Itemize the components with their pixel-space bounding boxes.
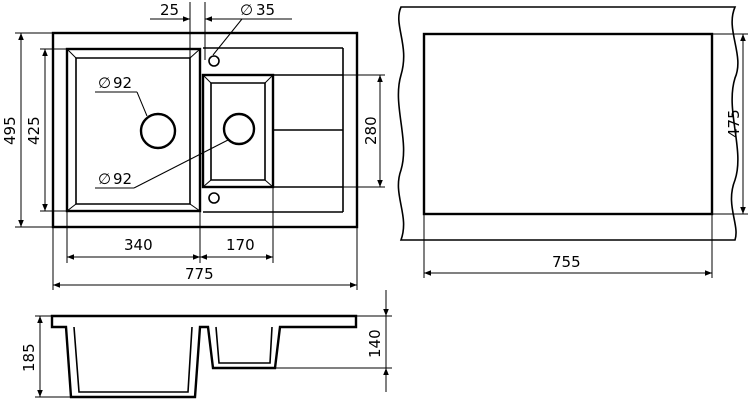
total-width-label: 775: [185, 265, 214, 283]
main-bowl-width-label: 340: [124, 236, 153, 254]
small-bowl-height-label: 140: [366, 329, 384, 358]
small-bowl-depth-dimension: 280: [273, 74, 385, 188]
tap-hole-bottom: [208, 192, 220, 204]
svg-text:∅: ∅: [98, 170, 111, 188]
hole-offset-label: 25: [160, 1, 179, 19]
drain-diameter-main-label: 92: [113, 74, 132, 92]
sink-profile: [50, 314, 358, 399]
small-bowl-width-label: 170: [226, 236, 255, 254]
diameter-symbol-hole: ∅: [240, 1, 253, 19]
small-drain: [222, 112, 256, 146]
drain-labels: ∅ 92 ∅ 92: [95, 74, 229, 189]
side-view: 185 140: [20, 290, 392, 399]
tap-hole-top: [208, 55, 220, 67]
small-bowl-outer: [201, 73, 275, 189]
depth-dimensions: 495 425: [1, 32, 67, 228]
bowl-height-label: 185: [20, 343, 38, 372]
drain-diameter-small-label: 92: [113, 170, 132, 188]
cutout-width-label: 755: [552, 253, 581, 271]
small-bowl-inner: [210, 82, 266, 181]
hole-diameter-label: 35: [256, 1, 275, 19]
countertop-outline: [397, 6, 739, 241]
cutout-depth-label: 475: [725, 109, 743, 138]
width-dimensions: 340 170 775: [52, 187, 358, 290]
small-bowl-depth-label: 280: [362, 116, 380, 145]
sink-plan-view: [51, 31, 359, 229]
main-drain: [139, 112, 177, 150]
cutout-view: 475 755: [397, 6, 748, 278]
svg-text:∅: ∅: [98, 74, 111, 92]
hole-dimensions: 25 ∅ 35: [150, 1, 292, 60]
main-bowl-inner: [75, 57, 191, 205]
total-depth-label: 495: [1, 116, 19, 145]
inner-depth-label: 425: [25, 116, 43, 145]
main-bowl-outer: [65, 47, 202, 213]
cutout-rectangle: [422, 32, 714, 216]
